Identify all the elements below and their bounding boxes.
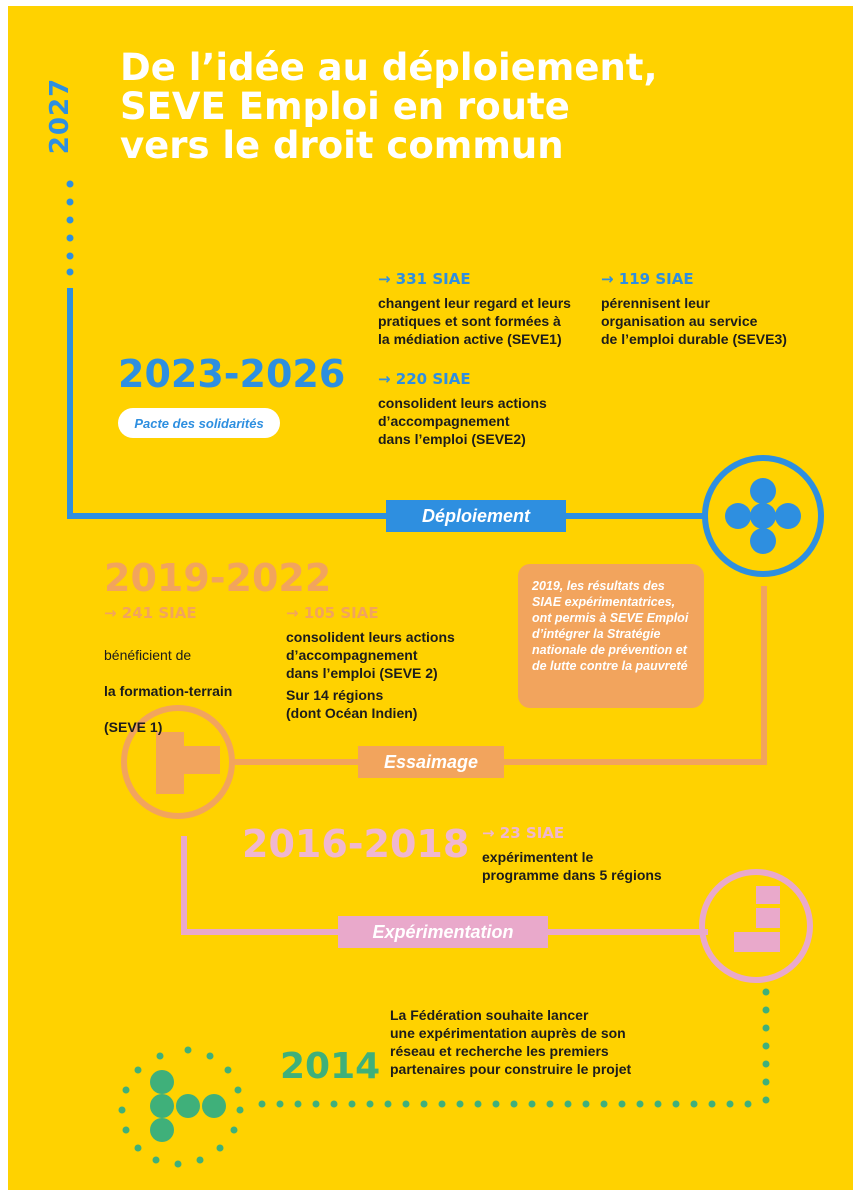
tag-deploiement: Déploiement [386, 500, 566, 532]
federation-text: La Fédération souhaite lancer une expéri… [390, 1007, 632, 1077]
stat-119-siae: → 119 SIAE pérennisent leur organisation… [601, 270, 787, 347]
pacte-badge: Pacte des solidarités [118, 408, 280, 438]
pink-block-icon [699, 869, 813, 983]
period-2014: 2014 [280, 1046, 381, 1087]
strategie-note: 2019, les résultats des SIAE expérimenta… [518, 564, 704, 708]
green-dotted-circle-icon [118, 1046, 244, 1168]
year-2027: 2027 [45, 77, 75, 155]
period-2023-2026: 2023-2026 [118, 352, 346, 396]
tag-experimentation: Expérimentation [338, 916, 548, 948]
blue-dotted-line [66, 180, 74, 276]
stat-331-siae: → 331 SIAE changent leur regard et leurs… [378, 270, 571, 347]
stat-220-siae: → 220 SIAE consolident leurs actions d’a… [378, 370, 547, 447]
blue-flower-dots-icon [702, 455, 824, 577]
timeline-path [66, 180, 824, 1168]
stat-241-siae: → 241 SIAE bénéficient de la formation-t… [104, 604, 233, 735]
tag-essaimage: Essaimage [358, 746, 504, 778]
stat-23-siae: → 23 SIAE expérimentent le programme dan… [482, 824, 662, 883]
infographic: 2027 De l’idée au déploiement, SEVE Empl… [8, 6, 853, 1190]
green-dotted-line [258, 988, 770, 1108]
page-title: De l’idée au déploiement, SEVE Emploi en… [120, 46, 658, 167]
period-2019-2022: 2019-2022 [104, 556, 332, 600]
period-2016-2018: 2016-2018 [242, 822, 470, 866]
stat-105-siae: → 105 SIAE consolident leurs actions d’a… [286, 604, 455, 721]
orange-cross-icon [121, 705, 235, 819]
